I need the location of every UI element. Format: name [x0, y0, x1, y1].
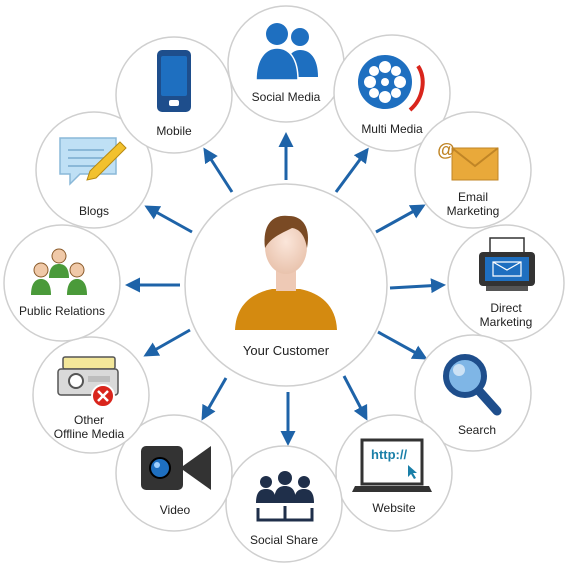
arrow-direct-marketing — [389, 278, 446, 294]
arrow-mobile — [203, 147, 234, 193]
node-label-social-media: Social Media — [252, 90, 321, 104]
node-blogs[interactable]: Blogs — [35, 111, 153, 229]
node-label-multi-media: Multi Media — [361, 122, 423, 136]
node-label-website: Website — [372, 501, 415, 515]
node-mobile[interactable]: Mobile — [115, 36, 233, 154]
customer-avatar-icon — [235, 215, 337, 330]
fax-machine-icon — [479, 237, 535, 291]
group-icon — [256, 471, 314, 522]
center-node[interactable]: Your Customer — [184, 183, 388, 387]
node-label-blogs: Blogs — [79, 204, 109, 218]
node-label-public-relations: Public Relations — [19, 304, 105, 318]
arrow-email-marketing — [375, 204, 426, 234]
node-label-video: Video — [160, 503, 191, 517]
node-label-search: Search — [458, 423, 496, 437]
node-label-offline-line2: Offline Media — [54, 427, 125, 441]
arrow-blogs — [144, 205, 193, 234]
arrow-search — [377, 330, 428, 360]
node-label-email-line2: Marketing — [447, 204, 500, 218]
node-video[interactable]: Video — [115, 414, 233, 532]
node-label-direct-line2: Marketing — [480, 315, 533, 329]
arrows — [125, 132, 446, 446]
url-text: http:// — [371, 447, 407, 462]
node-label-offline-line1: Other — [74, 413, 104, 427]
node-website[interactable]: http:// Website — [335, 414, 453, 532]
projector-icon — [57, 356, 119, 408]
arrow-other-offline-media — [143, 328, 191, 357]
node-label-direct-line1: Direct — [490, 301, 522, 315]
node-label-email-line1: Email — [458, 190, 488, 204]
arrow-multi-media — [334, 147, 369, 193]
node-social-media[interactable]: Social Media — [227, 5, 345, 123]
node-email-marketing[interactable]: @ Email Marketing — [414, 111, 532, 229]
node-search[interactable]: Search — [414, 334, 532, 452]
film-reel-icon — [358, 55, 425, 112]
svg-text:@: @ — [437, 140, 455, 160]
node-social-share[interactable]: Social Share — [225, 445, 343, 563]
phone-icon — [157, 50, 191, 112]
laptop-icon: http:// — [352, 438, 432, 492]
node-label-social-share: Social Share — [250, 533, 318, 547]
magnifier-icon — [443, 354, 502, 416]
arrow-video — [201, 377, 228, 421]
node-direct-marketing[interactable]: Direct Marketing — [447, 224, 565, 342]
node-label-mobile: Mobile — [156, 124, 192, 138]
video-camera-icon — [141, 446, 211, 490]
node-public-relations[interactable]: Public Relations — [3, 224, 121, 342]
note-pencil-icon — [59, 137, 127, 186]
node-multi-media[interactable]: Multi Media — [333, 34, 451, 152]
people-icon — [255, 23, 318, 81]
envelope-icon: @ — [437, 140, 499, 181]
arrow-website — [342, 375, 368, 421]
center-label: Your Customer — [243, 343, 330, 358]
node-other-offline-media[interactable]: Other Offline Media — [32, 336, 150, 454]
team-icon — [31, 248, 87, 295]
